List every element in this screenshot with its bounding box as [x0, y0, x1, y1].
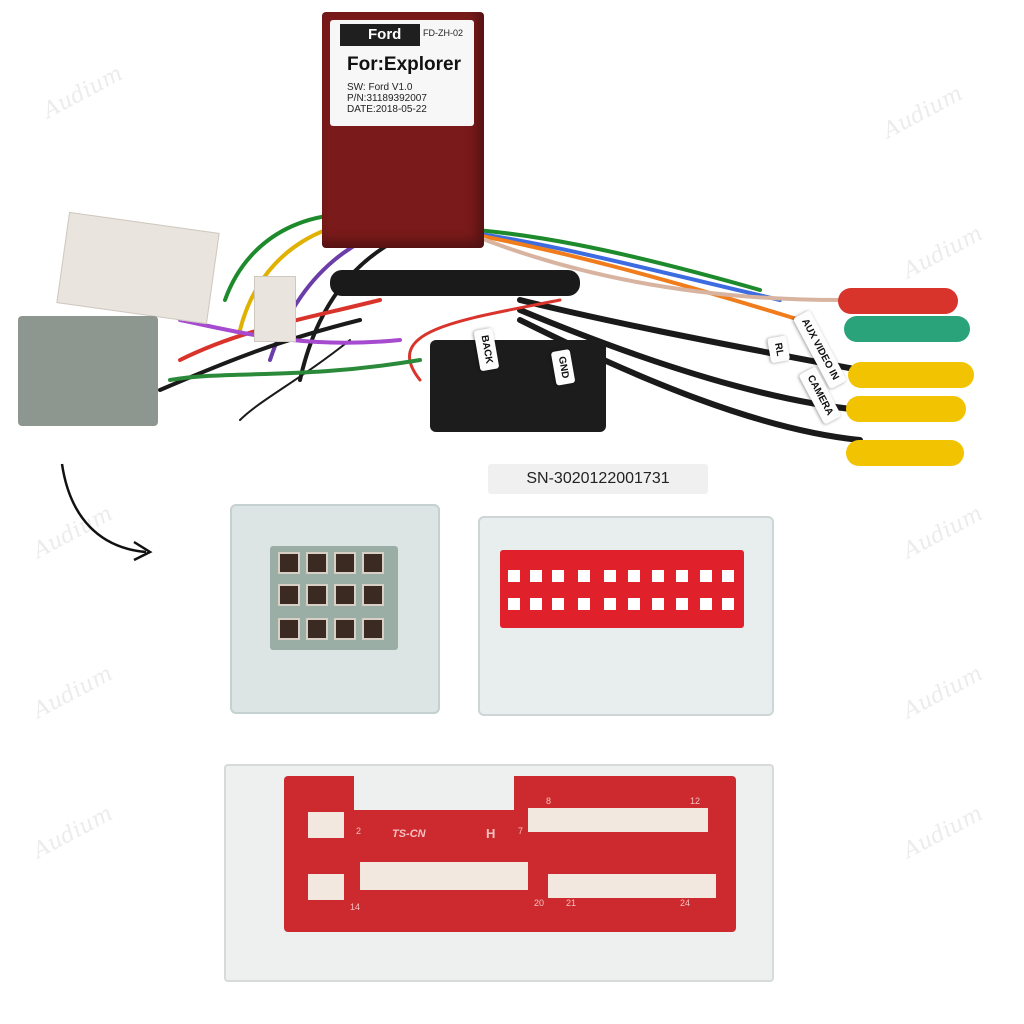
serial-number: SN-3020122001731 — [488, 464, 708, 494]
rca-red — [838, 288, 958, 314]
watermark: Audium — [29, 801, 118, 864]
vehicle-text: For:Explorer — [347, 54, 462, 75]
pin-number: 7 — [518, 826, 524, 836]
brand-text: Ford — [340, 24, 420, 46]
red-insert — [500, 550, 744, 628]
small-white-plug — [254, 276, 296, 342]
model-code-text: FD-ZH-02 — [423, 28, 463, 38]
pin-number: 20 — [534, 898, 545, 908]
watermark: Audium — [899, 801, 988, 864]
rca-yellow-3 — [846, 440, 964, 466]
pin-number: 14 — [350, 902, 361, 912]
watermark: Audium — [899, 661, 988, 724]
watermark: Audium — [899, 501, 988, 564]
pin-number: 12 — [690, 796, 701, 806]
connector-letter: H — [486, 826, 496, 841]
software-text: SW: Ford V1.0 — [347, 82, 413, 93]
part-number-text: P/N:31189392007 — [347, 93, 427, 104]
gray-connector — [18, 316, 158, 426]
rca-yellow-2 — [846, 396, 966, 422]
connector-face-12pin — [230, 504, 440, 714]
watermark: Audium — [29, 661, 118, 724]
pin-number: 2 — [356, 826, 362, 836]
rca-green — [844, 316, 970, 342]
pin-number: 21 — [566, 898, 577, 908]
connector-marking: TS-CN — [392, 828, 426, 840]
pin-number: 8 — [546, 796, 552, 806]
arrow-icon — [60, 463, 153, 562]
date-text: DATE:2018-05-22 — [347, 104, 427, 115]
pin-number: 24 — [680, 898, 691, 908]
rca-yellow-1 — [848, 362, 974, 388]
tag-rl: RL — [767, 335, 791, 364]
